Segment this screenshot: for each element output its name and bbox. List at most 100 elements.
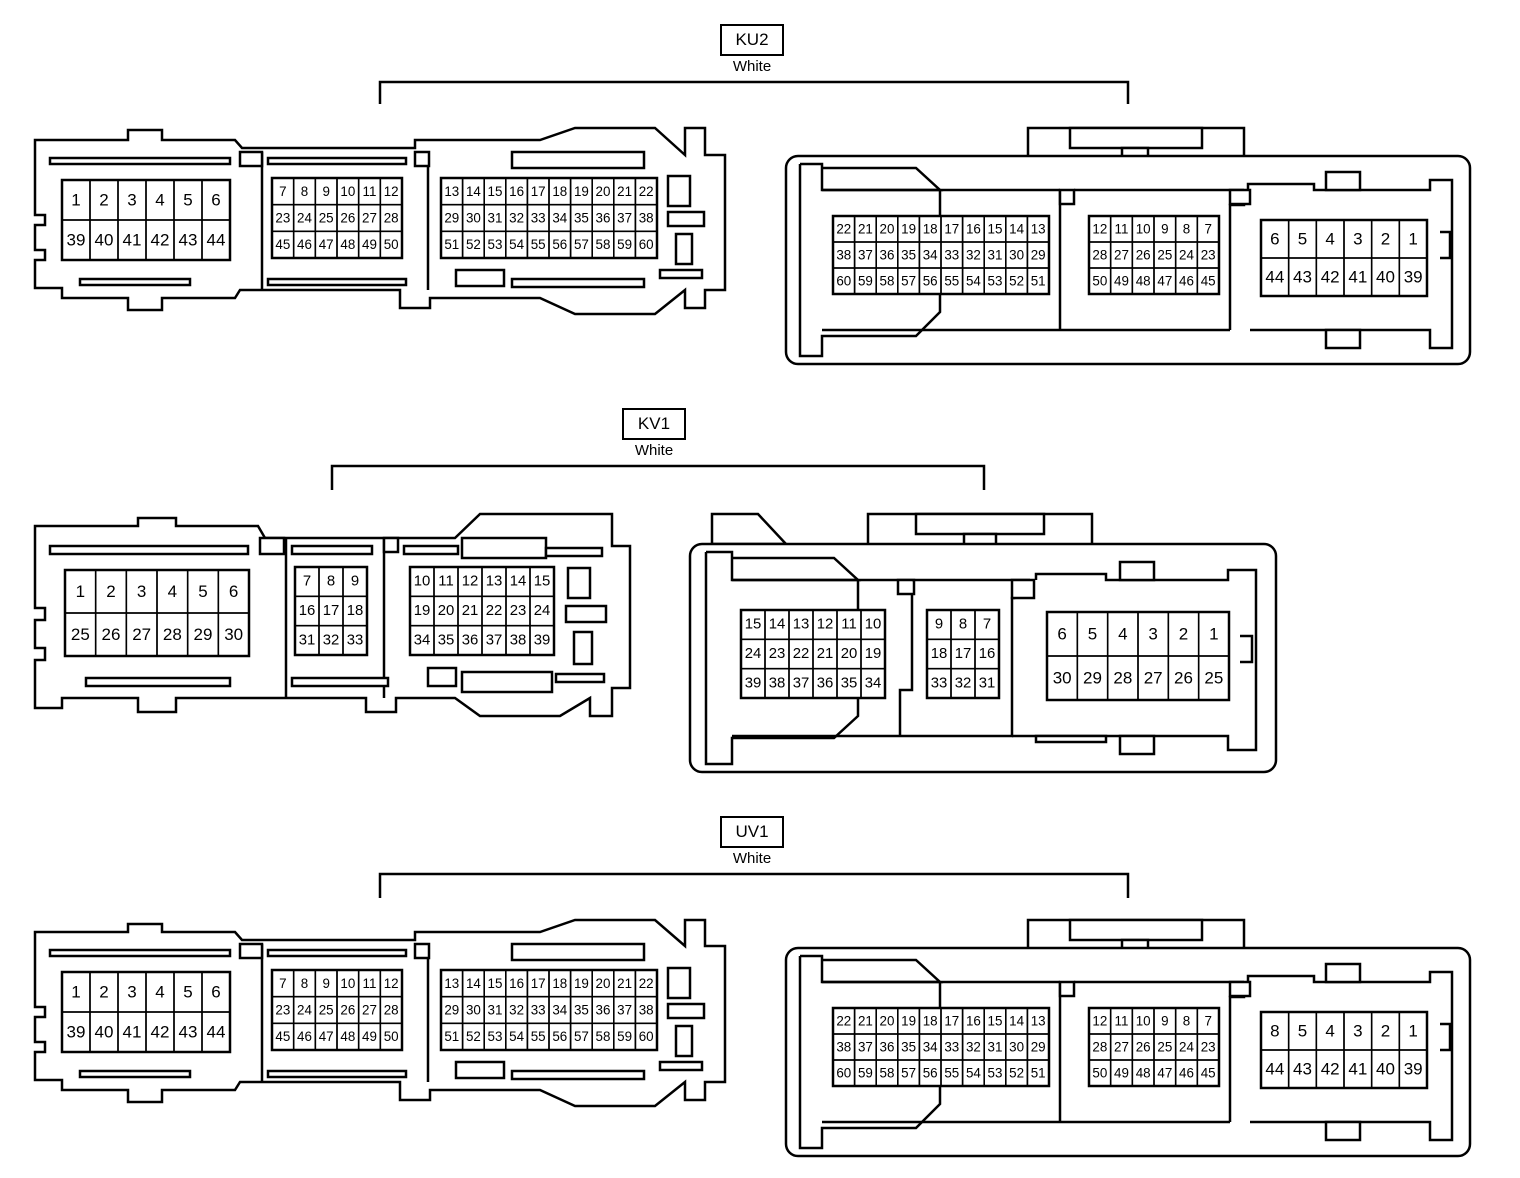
pin-number: 55 <box>531 237 546 252</box>
pin-number: 22 <box>793 646 810 662</box>
pin-number: 14 <box>510 574 527 590</box>
pin-number: 19 <box>901 1014 916 1029</box>
pin-cell <box>1398 1049 1428 1089</box>
pin-number: 41 <box>1348 1060 1367 1079</box>
pin-number: 17 <box>955 646 972 662</box>
pin-number: 3 <box>1353 1022 1362 1041</box>
pin-number: 46 <box>297 1029 312 1044</box>
pin-number: 20 <box>841 646 858 662</box>
pin-number: 15 <box>488 184 503 199</box>
pin-number: 60 <box>639 237 654 252</box>
pin-number: 8 <box>1183 1014 1190 1029</box>
pin-number: 2 <box>1179 625 1188 644</box>
pin-number: 9 <box>322 976 329 991</box>
pin-number: 6 <box>211 191 220 210</box>
pin-number: 2 <box>106 582 115 601</box>
pin-number: 25 <box>71 625 90 644</box>
pin-number: 38 <box>639 211 654 226</box>
pin-number: 50 <box>1092 1066 1107 1081</box>
pin-number: 14 <box>466 976 481 991</box>
pin-number: 5 <box>183 983 192 1002</box>
pin-number: 27 <box>1114 1040 1129 1055</box>
pin-number: 44 <box>207 231 226 250</box>
pin-number: 23 <box>510 603 527 619</box>
pin-number: 45 <box>1201 1066 1216 1081</box>
pin-number: 24 <box>297 1003 312 1018</box>
pin-number: 40 <box>1376 268 1395 287</box>
pin-number: 53 <box>988 274 1003 289</box>
pin-number: 36 <box>880 248 895 263</box>
pin-number: 5 <box>1298 230 1307 249</box>
pin-number: 29 <box>1083 669 1102 688</box>
pin-number: 12 <box>384 184 399 199</box>
pin-number: 18 <box>552 976 567 991</box>
pin-number: 44 <box>207 1023 226 1042</box>
pin-number: 12 <box>817 617 834 633</box>
pin-number: 41 <box>123 231 142 250</box>
pin-number: 4 <box>1325 230 1334 249</box>
pin-number: 41 <box>123 1023 142 1042</box>
pin-number: 23 <box>1201 248 1216 263</box>
pin-number: 50 <box>384 1029 399 1044</box>
pin-number: 1 <box>1408 230 1417 249</box>
connector-label-uv1: UV1 <box>720 816 784 848</box>
pin-number: 3 <box>1353 230 1362 249</box>
pin-number: 33 <box>944 1040 959 1055</box>
pin-number: 1 <box>71 983 80 1002</box>
pin-cell <box>529 624 555 656</box>
pin-number: 46 <box>1179 1066 1194 1081</box>
pin-number: 3 <box>127 983 136 1002</box>
pin-number: 35 <box>901 1040 916 1055</box>
pin-number: 21 <box>817 646 834 662</box>
pin-number: 14 <box>1009 1014 1024 1029</box>
pin-number: 34 <box>865 675 882 691</box>
pin-number: 12 <box>1092 222 1107 237</box>
pin-number: 9 <box>322 184 329 199</box>
pin-number: 30 <box>224 625 243 644</box>
pin-number: 22 <box>486 603 503 619</box>
pin-number: 40 <box>95 231 114 250</box>
pin-number: 54 <box>966 274 981 289</box>
pin-cell <box>1197 655 1230 701</box>
pin-number: 11 <box>1115 1014 1129 1029</box>
pin-number: 49 <box>1114 1066 1129 1081</box>
pin-number: 7 <box>279 184 286 199</box>
pin-number: 12 <box>462 574 479 590</box>
pin-number: 38 <box>769 675 786 691</box>
pin-number: 47 <box>1157 274 1172 289</box>
pin-cell <box>1398 257 1428 297</box>
pin-number: 26 <box>1136 1040 1151 1055</box>
pin-number: 16 <box>299 603 316 619</box>
pin-number: 38 <box>836 1040 851 1055</box>
pin-number: 9 <box>1161 222 1168 237</box>
pin-number: 19 <box>574 976 589 991</box>
pin-number: 8 <box>959 617 967 633</box>
pin-number: 3 <box>127 191 136 210</box>
pin-number: 29 <box>444 1003 459 1018</box>
pin-number: 13 <box>793 617 810 633</box>
pin-number: 42 <box>151 231 170 250</box>
pin-number: 47 <box>1157 1066 1172 1081</box>
pin-number: 48 <box>1136 1066 1151 1081</box>
pin-number: 13 <box>486 574 503 590</box>
pin-number: 60 <box>836 274 851 289</box>
pin-number: 7 <box>279 976 286 991</box>
pin-number: 20 <box>880 1014 895 1029</box>
pin-number: 53 <box>488 1029 503 1044</box>
pin-number: 29 <box>194 625 213 644</box>
pin-number: 54 <box>509 1029 524 1044</box>
pin-number: 2 <box>1381 230 1390 249</box>
pin-number: 14 <box>466 184 481 199</box>
pin-number: 37 <box>486 632 503 648</box>
connector-color-kv1: White <box>634 442 674 459</box>
pin-number: 7 <box>1204 1014 1211 1029</box>
pin-number: 18 <box>931 646 948 662</box>
pin-number: 7 <box>1204 222 1211 237</box>
pin-number: 17 <box>531 976 546 991</box>
pin-number: 26 <box>1174 669 1193 688</box>
pin-number: 17 <box>323 603 340 619</box>
pin-number: 18 <box>552 184 567 199</box>
pin-number: 21 <box>617 184 632 199</box>
